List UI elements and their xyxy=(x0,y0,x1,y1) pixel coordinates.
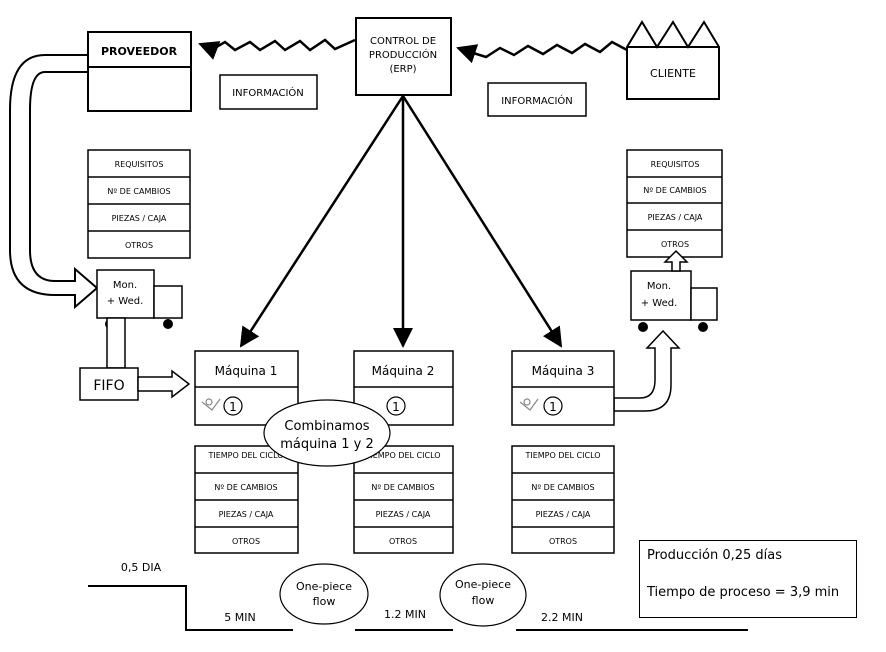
customer-data-box: REQUISITOS Nº DE CAMBIOS PIEZAS / CAJA O… xyxy=(626,149,723,258)
info-label-right: INFORMACIÓN xyxy=(487,82,587,117)
timeline-wait: 0,5 DIA xyxy=(121,561,162,574)
supplier-data-box: REQUISITOS Nº DE CAMBIOS PIEZAS / CAJA O… xyxy=(87,149,191,259)
truck-left-line1: Mon. xyxy=(113,280,137,291)
machine-2-data: TIEMPO DEL CICLO Nº DE CAMBIOS PIEZAS / … xyxy=(353,445,454,554)
supplier-data-cambios: Nº DE CAMBIOS xyxy=(107,187,170,196)
supplier-data-requisitos: REQUISITOS xyxy=(115,160,164,169)
supplier-data-otros: OTROS xyxy=(125,241,153,250)
truck-left: Mon. + Wed. xyxy=(96,269,183,329)
timeline-time-1: 5 MIN xyxy=(224,611,255,624)
machine-1-cycle-time: TIEMPO DEL CICLO xyxy=(207,451,283,460)
operator-icon xyxy=(519,398,539,411)
machine-1-changes: Nº DE CAMBIOS xyxy=(214,483,277,492)
machine-1-pieces: PIEZAS / CAJA xyxy=(219,510,274,519)
customer-data-piezas: PIEZAS / CAJA xyxy=(648,213,703,222)
machine-2-changes: Nº DE CAMBIOS xyxy=(371,483,434,492)
machine-1-data: TIEMPO DEL CICLO Nº DE CAMBIOS PIEZAS / … xyxy=(194,445,299,554)
summary-process-time: Tiempo de proceso = 3,9 min xyxy=(647,585,840,600)
machine-1-title: Máquina 1 xyxy=(215,364,278,378)
fifo-box: FIFO xyxy=(79,367,139,401)
machine-3: Máquina 3 1 xyxy=(511,350,615,426)
info-flow-customer-to-erp xyxy=(456,40,628,64)
operator-icon xyxy=(201,398,221,411)
one-piece-flow-2: One-piece flow xyxy=(439,563,527,627)
machine-3-changes: Nº DE CAMBIOS xyxy=(531,483,594,492)
machine-2-cycle-time: TIEMPO DEL CICLO xyxy=(364,451,440,460)
one-piece-flow-2-line1: One-piece xyxy=(455,578,511,591)
truck-right: Mon. + Wed. xyxy=(630,270,718,332)
machine-3-cycle-time: TIEMPO DEL CICLO xyxy=(524,451,600,460)
supplier-label: PROVEEDOR xyxy=(101,45,178,58)
shipment-arrow-supplier xyxy=(9,54,99,310)
info-flow-erp-to-supplier xyxy=(198,38,356,60)
supplier-box: PROVEEDOR xyxy=(87,31,192,112)
truck-to-fifo-connector xyxy=(106,317,126,369)
truck-right-line1: Mon. xyxy=(647,281,671,292)
one-piece-flow-2-line2: flow xyxy=(472,594,495,607)
shipment-arrow-machine3 xyxy=(613,329,681,412)
customer-box: CLIENTE xyxy=(626,20,720,100)
fifo-arrow xyxy=(137,369,191,399)
machine-1-operators: 1 xyxy=(229,400,237,414)
combine-note: Combinamos máquina 1 y 2 xyxy=(263,399,391,467)
customer-data-cambios: Nº DE CAMBIOS xyxy=(643,186,706,195)
production-control-box: CONTROL DE PRODUCCIÓN (ERP) xyxy=(355,17,452,96)
timeline-time-2: 1.2 MIN xyxy=(384,608,426,621)
machine-3-others: OTROS xyxy=(549,537,577,546)
erp-to-machine1-arrow xyxy=(239,95,405,348)
summary-production: Producción 0,25 días xyxy=(647,548,783,563)
svg-text:INFORMACIÓN: INFORMACIÓN xyxy=(501,94,573,107)
timeline-time-3: 2.2 MIN xyxy=(541,611,583,624)
customer-data-otros: OTROS xyxy=(661,240,689,249)
machine-2-title: Máquina 2 xyxy=(372,364,435,378)
info-label-left: INFORMACIÓN xyxy=(219,74,318,110)
fifo-label: FIFO xyxy=(93,378,124,394)
machine-3-operators: 1 xyxy=(549,400,557,414)
machine-1-others: OTROS xyxy=(232,537,260,546)
production-control-line1: CONTROL DE xyxy=(370,36,436,47)
one-piece-flow-1-line1: One-piece xyxy=(296,580,352,593)
svg-text:INFORMACIÓN: INFORMACIÓN xyxy=(232,86,304,99)
machine-2-others: OTROS xyxy=(389,537,417,546)
production-control-line3: (ERP) xyxy=(389,64,416,75)
truck-left-line2: + Wed. xyxy=(107,296,144,307)
shipment-arrow-to-customer xyxy=(663,249,689,272)
truck-right-line2: + Wed. xyxy=(641,298,678,309)
erp-to-machine3-arrow xyxy=(401,95,563,348)
machine-3-pieces: PIEZAS / CAJA xyxy=(536,510,591,519)
summary-box: Producción 0,25 días Tiempo de proceso =… xyxy=(639,540,857,618)
machine-2-operators: 1 xyxy=(392,400,400,414)
combine-note-line2: máquina 1 y 2 xyxy=(280,437,374,452)
machine-3-data: TIEMPO DEL CICLO Nº DE CAMBIOS PIEZAS / … xyxy=(511,445,615,554)
machine-3-title: Máquina 3 xyxy=(532,364,595,378)
machine-2-pieces: PIEZAS / CAJA xyxy=(376,510,431,519)
supplier-data-piezas: PIEZAS / CAJA xyxy=(112,214,167,223)
production-control-line2: PRODUCCIÓN xyxy=(369,48,437,61)
timeline xyxy=(88,585,293,631)
one-piece-flow-1-line2: flow xyxy=(313,595,336,608)
combine-note-line1: Combinamos xyxy=(284,419,369,434)
customer-label: CLIENTE xyxy=(650,67,696,80)
customer-data-requisitos: REQUISITOS xyxy=(651,160,700,169)
one-piece-flow-1: One-piece flow xyxy=(279,563,369,625)
